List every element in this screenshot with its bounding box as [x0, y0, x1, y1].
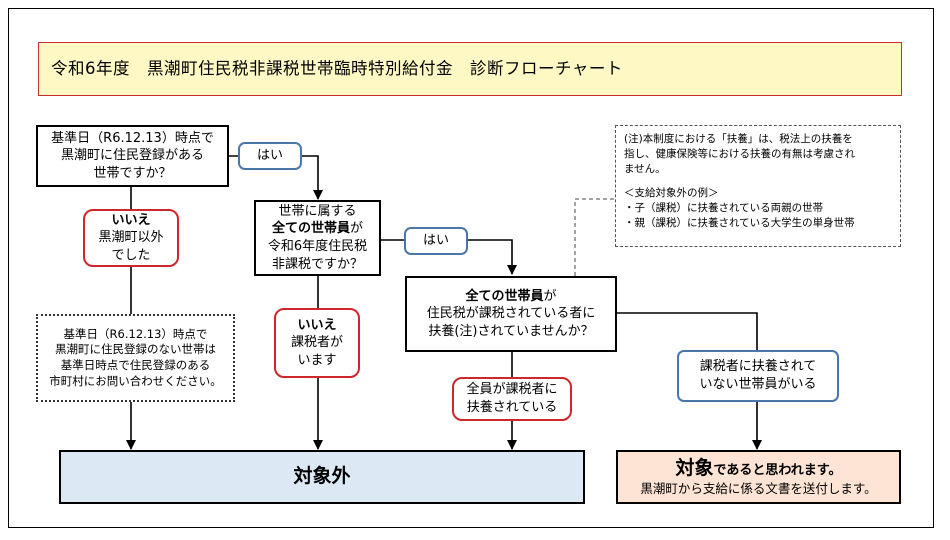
emphasis-all-members: 全ての世帯員	[271, 221, 350, 237]
result-eligible-subtext: 黒潮町から支給に係る文書を送付します。	[640, 481, 877, 497]
emphasis-all-members: 全ての世帯員	[465, 288, 544, 304]
question-tax-exempt-particle: が	[350, 221, 364, 237]
no-label-2-line: います	[297, 352, 337, 368]
result-eligible-heading-rest: であると思われます。	[713, 462, 842, 478]
note-line: ＜支給対象外の例＞	[624, 186, 719, 199]
question-residency-line: 基準日（R6.12.13）時点で	[51, 130, 214, 146]
info-line: 基準日時点で住民登録のある	[60, 358, 211, 372]
no-label-3-line: 全員が課税者に	[466, 382, 558, 398]
question-dependent-particle: が	[543, 288, 557, 304]
question-residency-line: 世帯ですか？	[93, 165, 172, 181]
result-not-eligible: 対象外	[59, 450, 585, 504]
info-line: 基準日（R6.12.13）時点で	[63, 326, 208, 341]
arrow-q3-to-target	[617, 312, 762, 450]
no-label-3: 全員が課税者に 扶養されている	[452, 377, 572, 421]
question-residency-line: 黒潮町に住民登録がある	[60, 148, 204, 164]
note-line: ・親（課税）に扶養されている大学生の単身世帯	[624, 217, 855, 230]
question-tax-exempt: 世帯に属する 全ての世帯員が 令和6年度住民税 非課税ですか？	[254, 200, 381, 276]
yes-label-3-line: 課税者に扶養されて	[699, 359, 817, 375]
note-line: (注)本制度における「扶養」は、税法上の扶養を	[624, 133, 853, 145]
note-line: ません。	[624, 163, 666, 176]
info-line: 市町村にお問い合わせください。	[49, 373, 222, 388]
no-label-1-line: でした	[111, 247, 151, 263]
no-label-3-line: 扶養されている	[466, 400, 558, 415]
yes-label-3: 課税者に扶養されて いない世帯員がいる	[677, 350, 839, 402]
no-label-1: いいえ 黒潮町以外 でした	[83, 209, 179, 267]
question-residency: 基準日（R6.12.13）時点で 黒潮町に住民登録がある 世帯ですか？	[36, 125, 229, 187]
yes-label-2: はい	[404, 227, 468, 255]
question-dependent: 全ての世帯員が 住民税が課税されている者に 扶養(注)されていませんか？	[405, 276, 617, 352]
no-label-1-line: 黒潮町以外	[98, 230, 164, 246]
question-dependent-line: 扶養(注)されていませんか？	[428, 323, 594, 339]
result-eligible-heading: 対象	[675, 456, 714, 479]
question-tax-exempt-line: 令和6年度住民税	[267, 239, 368, 254]
question-dependent-line: 住民税が課税されている者に	[426, 306, 596, 322]
page-title: 令和6年度 黒潮町住民税非課税世帯臨時特別給付金 診断フローチャート	[38, 42, 902, 96]
note-line: 指し、健康保険等における扶養の有無は考慮され	[624, 148, 855, 161]
no-label-2-line: 課税者が	[290, 335, 343, 351]
note-line: ・子（課税）に扶養されている両親の世帯	[624, 201, 824, 214]
question-tax-exempt-line: 世帯に属する	[278, 203, 357, 219]
yes-label-3-line: いない世帯員がいる	[699, 377, 817, 392]
result-eligible: 対象であると思われます。 黒潮町から支給に係る文書を送付します。	[616, 450, 901, 504]
info-line: 黒潮町に住民登録のない世帯は	[55, 342, 216, 357]
no-label-2: いいえ 課税者が います	[274, 308, 360, 378]
question-tax-exempt-line: 非課税ですか？	[271, 256, 363, 272]
info-outside-residents: 基準日（R6.12.13）時点で 黒潮町に住民登録のない世帯は 基準日時点で住民…	[36, 314, 235, 402]
no-label-2-head: いいえ	[297, 317, 337, 333]
diagram-frame	[8, 8, 934, 528]
note-connector	[574, 198, 615, 276]
footnote-dependent-definition: (注)本制度における「扶養」は、税法上の扶養を 指し、健康保険等における扶養の有…	[615, 125, 901, 247]
no-label-1-head: いいえ	[111, 212, 151, 228]
yes-label-1: はい	[238, 142, 302, 170]
